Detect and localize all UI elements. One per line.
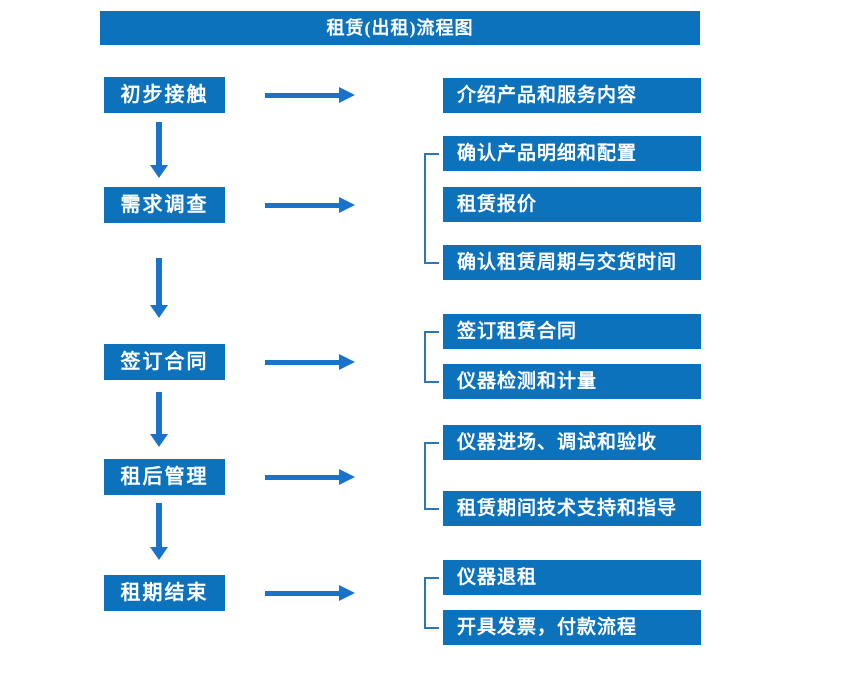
detail-box-instrument-testing: 仪器检测和计量 <box>443 364 701 399</box>
right-arrow-icon <box>265 354 355 371</box>
arrow-shaft <box>156 503 162 547</box>
arrow-shaft <box>265 203 339 208</box>
stage-box-initial-contact: 初步接触 <box>104 77 225 113</box>
arrow-head <box>339 197 355 213</box>
detail-box-invoice-payment: 开具发票，付款流程 <box>443 610 701 645</box>
detail-box-confirm-period: 确认租赁周期与交货时间 <box>443 245 701 280</box>
down-arrow-icon <box>150 258 168 318</box>
detail-box-tech-support: 租赁期间技术支持和指导 <box>443 491 701 526</box>
detail-box-instrument-entry: 仪器进场、调试和验收 <box>443 425 701 460</box>
arrow-shaft <box>265 360 339 365</box>
arrow-head <box>150 305 168 318</box>
arrow-shaft <box>156 122 162 165</box>
right-arrow-icon <box>265 585 355 602</box>
detail-box-introduce-products: 介绍产品和服务内容 <box>443 78 701 113</box>
arrow-head <box>339 585 355 601</box>
group-bracket-post-rental <box>424 442 439 510</box>
stage-box-rental-end: 租期结束 <box>104 575 225 611</box>
right-arrow-icon <box>265 197 355 214</box>
detail-box-sign-rental-contract: 签订租赁合同 <box>443 314 701 349</box>
stage-box-sign-contract: 签订合同 <box>104 344 225 380</box>
arrow-head <box>150 434 168 447</box>
arrow-head <box>339 354 355 370</box>
arrow-shaft <box>156 258 162 305</box>
stage-box-demand-survey: 需求调查 <box>104 187 225 223</box>
arrow-shaft <box>265 475 339 480</box>
right-arrow-icon <box>265 469 355 486</box>
group-bracket-demand-survey <box>424 153 439 264</box>
group-bracket-rental-end <box>424 577 439 629</box>
arrow-head <box>339 469 355 485</box>
stage-box-post-rental: 租后管理 <box>104 459 225 495</box>
down-arrow-icon <box>150 392 168 447</box>
arrow-shaft <box>156 392 162 434</box>
detail-box-instrument-return: 仪器退租 <box>443 560 701 595</box>
detail-box-rental-quote: 租赁报价 <box>443 187 701 222</box>
down-arrow-icon <box>150 122 168 178</box>
right-arrow-icon <box>265 87 355 104</box>
down-arrow-icon <box>150 503 168 560</box>
arrow-head <box>150 547 168 560</box>
diagram-title: 租赁(出租)流程图 <box>100 11 700 45</box>
arrow-head <box>150 165 168 178</box>
detail-box-confirm-details: 确认产品明细和配置 <box>443 136 701 171</box>
arrow-shaft <box>265 93 339 98</box>
arrow-shaft <box>265 591 339 596</box>
arrow-head <box>339 87 355 103</box>
group-bracket-sign-contract <box>424 331 439 383</box>
